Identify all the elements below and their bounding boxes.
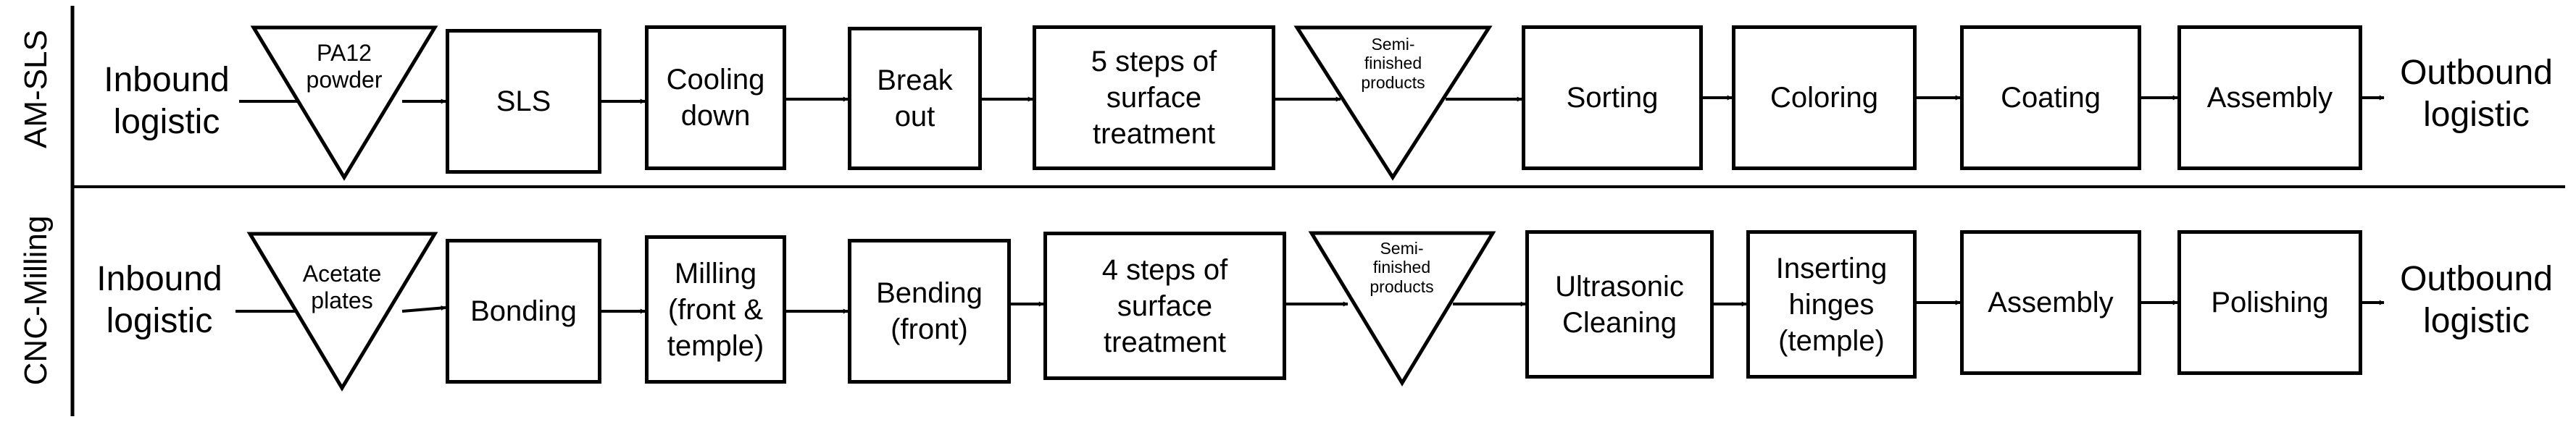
flow-arrow (401, 305, 446, 313)
input-material-triangle (250, 25, 438, 181)
process-step: Bonding (446, 239, 601, 384)
process-step: 5 steps of surface treatment (1033, 25, 1275, 170)
intermediate-triangle (1293, 25, 1493, 181)
process-step: Break out (848, 27, 982, 170)
inbound-logistic: Inbound logistic (104, 61, 230, 141)
process-step: Polishing (2177, 230, 2362, 375)
process-step: Ultrasonic Cleaning (1525, 230, 1714, 379)
outbound-logistic: Outbound logistic (2400, 54, 2553, 134)
row-label-cnc-milling: CNC-Milling (18, 215, 54, 386)
intermediate-triangle (1308, 231, 1496, 387)
process-step: SLS (446, 29, 601, 174)
process-step: Coating (1960, 25, 2141, 170)
process-step: Coloring (1732, 25, 1917, 170)
input-material-label: PA12 powder (306, 40, 383, 93)
process-step: Milling (front & temple) (645, 235, 786, 384)
intermediate-label: Semi- finished products (1370, 239, 1434, 296)
process-step: Inserting hinges (temple) (1746, 230, 1917, 379)
input-material-label: Acetate plates (302, 261, 382, 313)
process-step: Assembly (2177, 25, 2362, 170)
process-step: 4 steps of surface treatment (1043, 232, 1286, 380)
row-label-am-sls: AM-SLS (18, 30, 54, 148)
process-step: Bending (front) (848, 239, 1011, 384)
process-step: Sorting (1522, 25, 1703, 170)
outbound-logistic: Outbound logistic (2400, 260, 2553, 340)
input-material-triangle (246, 232, 438, 392)
process-step: Cooling down (645, 25, 786, 170)
intermediate-label: Semi- finished products (1361, 35, 1425, 92)
inbound-logistic: Inbound logistic (96, 260, 222, 340)
process-step: Assembly (1960, 230, 2141, 375)
